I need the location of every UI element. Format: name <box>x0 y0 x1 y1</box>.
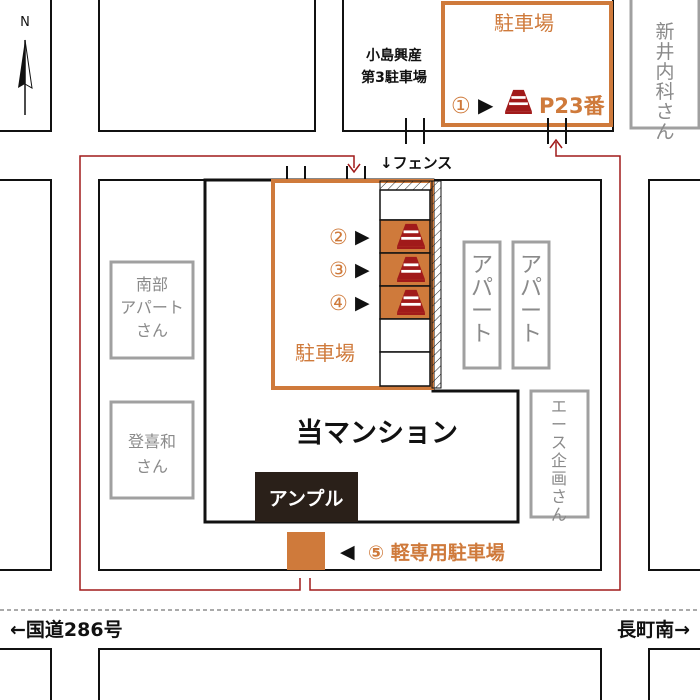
parking-space <box>379 351 431 387</box>
parking-lot-main-title: 駐車場 <box>295 341 355 365</box>
kei-parking-label: ⑤ 軽専用駐車場 <box>368 541 505 564</box>
north-arrow-icon <box>18 39 33 115</box>
route-line-left <box>79 155 355 591</box>
parking-lot-p23 <box>441 1 613 127</box>
p23-label: P23番 <box>539 94 606 118</box>
block-bottom-center <box>98 648 602 700</box>
marker-3-number: ③ <box>329 258 348 282</box>
route-arrow-up-icon <box>549 138 563 149</box>
ample-label: アンプル <box>269 487 344 510</box>
block-bottom-left <box>0 648 52 700</box>
nanbu-apartment-building <box>109 260 195 360</box>
marker-3-arrow: ▶ <box>355 259 370 281</box>
kei-parking-space <box>287 532 325 570</box>
apartment-building-2 <box>511 240 551 370</box>
marker-1-arrow: ▶ <box>478 93 494 117</box>
apartment-building-1 <box>462 240 502 370</box>
fence-hatch <box>431 180 442 389</box>
compass-label: N <box>20 15 30 30</box>
block-mid-right <box>648 179 700 571</box>
ace-kikaku-building <box>529 389 590 519</box>
toki-building <box>109 400 195 500</box>
parking-space <box>379 189 431 221</box>
mansion-label: 当マンション <box>296 418 458 449</box>
parking-lot-p23-title: 駐車場 <box>494 11 554 35</box>
marker-4-arrow: ▶ <box>355 292 370 314</box>
block-top-left <box>0 0 52 132</box>
ample-shop <box>255 472 358 522</box>
road-label-left: ←国道286号 <box>10 618 123 641</box>
fence-label: ↓フェンス <box>380 154 452 172</box>
route-line-right <box>309 142 621 591</box>
parking-space <box>379 318 431 353</box>
kojima-parking-line2: 第3駐車場 <box>361 69 427 86</box>
apartment-1-label: アパート <box>471 253 493 347</box>
marker-1-number: ① <box>451 94 471 119</box>
parking-spaces <box>379 189 431 387</box>
road-label-right: 長町南→ <box>617 619 690 641</box>
block-bottom-right <box>648 648 700 700</box>
arai-clinic-label: 新井内科さん <box>655 21 674 143</box>
marker-2-number: ② <box>329 225 348 249</box>
ace-kikaku-label: エース企画さん <box>551 397 567 524</box>
nanbu-apartment-label: 南部アパートさん <box>120 275 184 340</box>
arai-clinic-building <box>629 0 700 130</box>
kojima-parking-line1: 小島興産 <box>366 47 422 64</box>
marker-2-arrow: ▶ <box>355 226 370 248</box>
traffic-cone-icon <box>505 89 532 114</box>
marker-4-number: ④ <box>329 291 348 315</box>
route-arrow-down-icon <box>347 163 361 174</box>
fence-hatch-top <box>379 180 433 191</box>
block-mid-left <box>0 179 52 571</box>
block-top-center <box>98 0 316 132</box>
toki-label: 登喜和さん <box>128 432 176 476</box>
apartment-2-label: アパート <box>520 253 542 347</box>
kei-parking-arrow: ◀ <box>340 541 355 563</box>
